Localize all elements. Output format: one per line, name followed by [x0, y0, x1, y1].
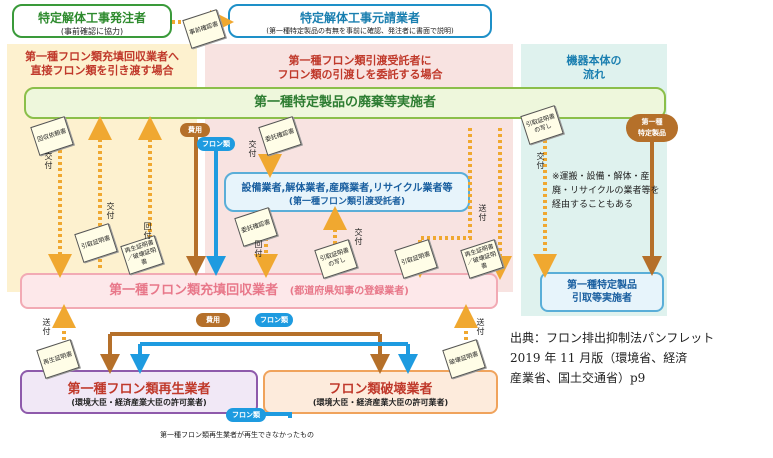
- takeover-title: 第一種特定製品 引取等実施者: [567, 280, 637, 304]
- label-sofu-1: 送付: [478, 204, 487, 222]
- recycler-sub: (環境大臣・経済産業大臣の許可業者): [71, 398, 207, 407]
- label-sofu-2: 送付: [42, 318, 51, 336]
- label-kaifu-1: 回付: [143, 222, 152, 240]
- cost-pill-1: 費用: [180, 123, 210, 137]
- destroyer-box: フロン類破壊業者 (環境大臣・経済産業大臣の許可業者): [263, 370, 498, 414]
- label-kofu-4: 交付: [354, 228, 363, 246]
- label-kaifu-2: 回付: [254, 240, 263, 258]
- destroyer-title: フロン類破壊業者: [328, 382, 433, 397]
- takeover-box: 第一種特定製品 引取等実施者: [540, 272, 664, 312]
- label-kofu-3: 交付: [248, 140, 257, 158]
- delegate-box: 設備業者,解体業者,産廃業者,リサイクル業者等 (第一種フロン類引渡受託者): [224, 172, 470, 212]
- freon-pill-3: フロン類: [226, 408, 266, 422]
- collector-title: 第一種フロン類充填回収業者: [109, 283, 279, 298]
- delegate-sub: (第一種フロン類引渡受託者): [288, 197, 406, 207]
- zone-left-title: 第一種フロン類充填回収業者へ 直接フロン類を引き渡す場合: [25, 50, 179, 77]
- label-kofu-1: 交付: [44, 152, 53, 170]
- footnote: 第一種フロン類再生業者が再生できなかったもの: [160, 431, 314, 439]
- contractor-sub: (第一種特定製品の有無を事前に確認、発注者に書面で説明): [266, 27, 454, 35]
- main-box-label: 第一種特定製品の廃棄等実施者: [253, 95, 436, 110]
- label-sofu-3: 送付: [476, 318, 485, 336]
- orderer-sub: (事前確認に協力): [60, 27, 124, 36]
- cost-pill-2: 費用: [196, 313, 230, 327]
- label-kofu-2: 交付: [106, 202, 115, 220]
- route-note: ※運搬・設備・解体・産廃・リサイクルの業者等を経由することもある: [552, 172, 660, 210]
- zone-mid-title: 第一種フロン類引渡受託者に フロン類の引渡しを委託する場合: [277, 54, 443, 81]
- product-badge: 第一種 特定製品: [626, 114, 678, 142]
- delegate-title: 設備業者,解体業者,産廃業者,リサイクル業者等: [241, 183, 453, 194]
- main-box: 第一種特定製品の廃棄等実施者: [24, 87, 666, 119]
- collector-sub: (都道府県知事の登録業者): [289, 286, 409, 297]
- source-citation: 出典：フロン排出抑制法パンフレット 2019 年 11 月版（環境省、経済 産業…: [510, 331, 715, 385]
- destroyer-sub: (環境大臣・経済産業大臣の許可業者): [312, 398, 449, 407]
- recycler-title: 第一種フロン類再生業者: [67, 382, 211, 397]
- label-kofu-5: 交付: [536, 152, 545, 170]
- freon-pill-1: フロン類: [197, 137, 235, 151]
- contractor-box: 特定解体工事元請業者 (第一種特定製品の有無を事前に確認、発注者に書面で説明): [228, 4, 492, 38]
- freon-pill-2: フロン類: [255, 313, 293, 327]
- zone-right-title: 機器本体の 流れ: [566, 54, 622, 81]
- contractor-title: 特定解体工事元請業者: [299, 11, 420, 25]
- recycler-box: 第一種フロン類再生業者 (環境大臣・経済産業大臣の許可業者): [20, 370, 258, 414]
- orderer-box: 特定解体工事発注者 (事前確認に協力): [12, 4, 172, 38]
- orderer-title: 特定解体工事発注者: [37, 11, 146, 25]
